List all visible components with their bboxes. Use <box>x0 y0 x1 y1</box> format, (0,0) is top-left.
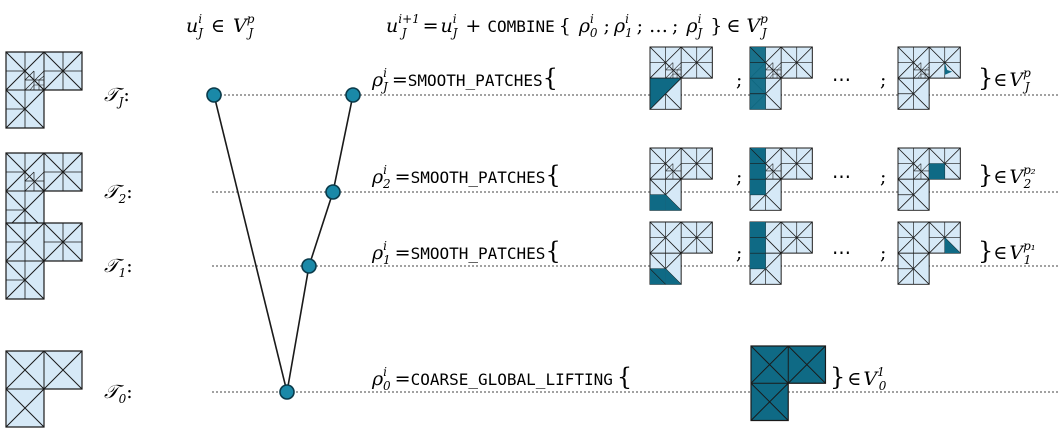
header-arg0-base: ρ <box>578 15 591 37</box>
header-rel: ∈ <box>726 15 740 37</box>
header-term-base: u <box>441 15 453 37</box>
header-lhs-sup: i+1 <box>398 12 420 26</box>
header-plus: + <box>465 15 481 37</box>
header-left-sub: J <box>195 26 204 40</box>
v-node-level1 <box>301 258 317 274</box>
patch-1-a <box>649 221 713 285</box>
header-term-sup: i <box>453 12 457 26</box>
sep-1-2: ; <box>880 242 886 264</box>
patch-J-b <box>749 46 813 110</box>
patch-level-0 <box>750 345 827 422</box>
rho-2-base: ρ <box>371 166 384 188</box>
v-node-start <box>206 87 222 103</box>
v-node-bottom <box>279 384 295 400</box>
header-space-base: V <box>746 15 762 37</box>
patch-J-c <box>897 46 961 110</box>
header-term-sub: J <box>450 26 459 40</box>
header-left-base: u <box>186 15 198 37</box>
header-sep-1: ; <box>604 15 610 37</box>
dots-1: ⋯ <box>832 242 851 264</box>
patch-1-b <box>749 221 813 285</box>
header-arg1-sup: i <box>625 12 629 26</box>
header-sep-3: ; <box>672 15 678 37</box>
mesh-label-1: 𝒯1: <box>104 255 133 280</box>
header-eq: = <box>423 15 439 37</box>
mesh-label-0: 𝒯0: <box>104 381 133 406</box>
op-2: SMOOTH_PATCHES <box>411 168 546 187</box>
mesh-level-J <box>5 51 83 129</box>
v-cycle-path <box>213 94 354 393</box>
header-arg0-sub: 0 <box>590 26 598 40</box>
patch-1-c <box>897 221 961 285</box>
mesh-level-0 <box>5 350 83 428</box>
patches-level-1 <box>649 221 961 285</box>
header-close-brace: } <box>710 15 722 37</box>
mesh-level-2 <box>5 152 83 230</box>
sep-2-2: ; <box>880 166 886 188</box>
op-0: COARSE_GLOBAL_LIFTING <box>411 370 613 389</box>
v-node-level2 <box>325 184 341 200</box>
v-node-top <box>345 87 361 103</box>
header-lhs-sub: J <box>399 26 408 40</box>
patches-level-2 <box>649 147 961 211</box>
op-1: SMOOTH_PATCHES <box>411 244 546 263</box>
mesh-label-J: 𝒯J: <box>104 84 130 109</box>
sep-1-1: ; <box>736 242 742 264</box>
patch-2-a <box>649 147 713 211</box>
header-left-rel: ∈ <box>211 15 225 37</box>
mesh-level-1 <box>5 222 83 300</box>
dots-2: ⋯ <box>832 166 851 188</box>
header-arg2-sub: J <box>694 26 703 40</box>
header-dots: … <box>649 15 668 37</box>
v-cycle-nodes <box>206 87 361 400</box>
header-arg1-base: ρ <box>613 15 626 37</box>
sep-J-2: ; <box>880 69 886 91</box>
header-space-sub: J <box>759 26 768 40</box>
patch-2-b <box>749 147 813 211</box>
sep-2-1: ; <box>736 166 742 188</box>
header-left-sup: i <box>198 12 202 26</box>
v-cycle-ascend <box>286 94 354 393</box>
header-left-space-sup: p <box>247 12 255 26</box>
dots-J: ⋯ <box>832 69 851 91</box>
header-arg2-sup: i <box>698 12 702 26</box>
header-combine-op: COMBINE <box>487 17 554 36</box>
rho-J-base: ρ <box>371 69 384 91</box>
header-arg1-sub: 1 <box>625 26 633 40</box>
v-cycle-descend <box>213 94 288 393</box>
header-arg2-base: ρ <box>685 15 698 37</box>
mesh-label-2: 𝒯2: <box>104 181 133 206</box>
patch-J-a <box>649 46 713 111</box>
op-J: SMOOTH_PATCHES <box>408 71 543 90</box>
header-left-space-sub: J <box>245 26 254 40</box>
sep-J-1: ; <box>736 69 742 91</box>
patch-2-c <box>897 147 961 211</box>
header-arg0-sup: i <box>590 12 594 26</box>
rho-1-base: ρ <box>371 242 384 264</box>
rho-0-base: ρ <box>371 368 384 390</box>
patches-level-J <box>649 46 961 111</box>
header-space-sup: p <box>760 12 768 26</box>
header-lhs-base: u <box>386 15 398 37</box>
header-sep-2: ; <box>637 15 643 37</box>
header-open-brace: { <box>559 15 571 37</box>
header-left-space: V <box>233 15 249 37</box>
